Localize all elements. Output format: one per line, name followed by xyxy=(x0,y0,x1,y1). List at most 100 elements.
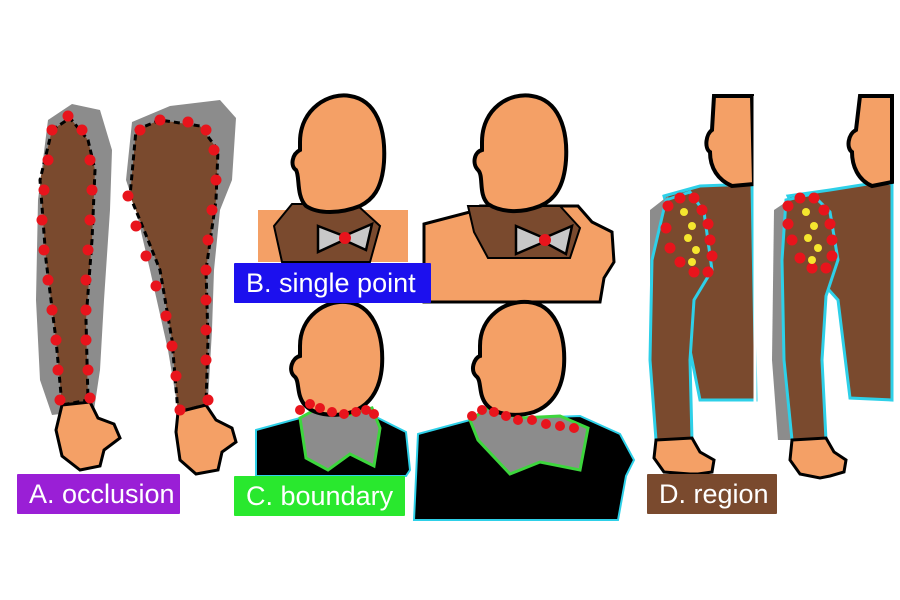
figure-b-left-icon xyxy=(258,93,408,263)
region-points xyxy=(782,192,838,274)
occlusion-point xyxy=(42,154,54,166)
figure-d-left-icon xyxy=(648,94,758,476)
region-inner-point xyxy=(688,222,696,230)
region-inner-point xyxy=(688,258,696,266)
occlusion-point xyxy=(166,340,178,352)
boundary-point xyxy=(369,409,379,419)
head-skin xyxy=(472,93,569,213)
label-occlusion: A. occlusion xyxy=(17,474,180,514)
sleeve xyxy=(780,192,840,442)
occlusion-point xyxy=(122,190,134,202)
occlusion-point xyxy=(80,274,92,286)
panel-c-boundary xyxy=(255,299,636,521)
boundary-points xyxy=(467,405,579,433)
occlusion-point xyxy=(200,124,212,136)
occlusion-point xyxy=(42,274,54,286)
label-region: D. region xyxy=(647,474,777,514)
region-outline-point xyxy=(688,192,700,204)
occlusion-point xyxy=(150,280,162,292)
single-point-marker xyxy=(339,232,351,244)
boundary-point xyxy=(361,405,371,415)
boundary-point xyxy=(295,405,305,415)
region-outline-point xyxy=(786,234,798,246)
region-outline-point xyxy=(696,204,708,216)
region-outline-point xyxy=(794,252,806,264)
region-outline-point xyxy=(818,204,830,216)
occlusion-point xyxy=(80,334,92,346)
boundary-point xyxy=(527,415,537,425)
occlusion-point xyxy=(38,184,50,196)
occlusion-point xyxy=(202,234,214,246)
region-outline-point xyxy=(664,242,676,254)
boundary-points xyxy=(295,399,379,419)
region-inner-point xyxy=(814,244,822,252)
occlusion-point xyxy=(46,124,58,136)
occlusion-point xyxy=(174,404,186,416)
region-points xyxy=(660,192,718,278)
occlusion-point xyxy=(154,114,166,126)
region-outline-point xyxy=(660,222,672,234)
collar-grey xyxy=(298,406,382,472)
occlusion-point xyxy=(170,370,182,382)
region-inner-point xyxy=(802,208,810,216)
occlusion-point xyxy=(200,294,212,306)
boundary-point xyxy=(477,405,487,415)
occlusion-point xyxy=(130,220,142,232)
label-single-point: B. single point xyxy=(234,263,431,303)
region-inner-point xyxy=(692,246,700,254)
region-outline-point xyxy=(782,218,794,230)
occlusion-point xyxy=(36,214,48,226)
hand-skin xyxy=(788,436,848,480)
region-inner-point xyxy=(810,222,818,230)
hand-skin xyxy=(174,403,238,476)
region-outline-point xyxy=(826,250,838,262)
head-skin xyxy=(471,299,567,417)
occlusion-points xyxy=(36,110,222,416)
forearm-sleeve xyxy=(38,115,97,407)
occlusion-point xyxy=(50,334,62,346)
panel-b-single-point xyxy=(258,93,616,304)
region-outline-point xyxy=(662,200,674,212)
occlusion-point xyxy=(182,116,194,128)
boundary-point xyxy=(513,415,523,425)
occlusion-point xyxy=(82,364,94,376)
head-skin xyxy=(704,94,757,189)
occlusion-point xyxy=(82,244,94,256)
region-outline-point xyxy=(782,200,794,212)
region-outline-point xyxy=(674,256,686,268)
boundary-point xyxy=(305,399,315,409)
occlusion-point xyxy=(160,310,172,322)
panel-a-occlusion xyxy=(36,100,238,476)
boundary-point xyxy=(555,421,565,431)
head-skin xyxy=(290,93,387,214)
hand-skin xyxy=(54,400,122,472)
figure-c-right-icon xyxy=(412,299,636,521)
region-outline-point xyxy=(702,266,714,278)
occlusion-point xyxy=(84,392,96,404)
occlusion-point xyxy=(200,264,212,276)
figure-b-right-icon xyxy=(422,93,616,304)
occlusion-point xyxy=(80,304,92,316)
occlusion-point xyxy=(52,364,64,376)
region-outline-point xyxy=(794,192,806,204)
boundary-point xyxy=(569,423,579,433)
arm-right-icon xyxy=(126,100,238,476)
region-outline-point xyxy=(824,218,836,230)
occlusion-point xyxy=(84,214,96,226)
region-outline-point xyxy=(674,192,686,204)
head-skin xyxy=(846,94,894,189)
figure-d-right-icon xyxy=(772,94,894,480)
region-inner-point xyxy=(680,208,688,216)
region-outline-point xyxy=(808,192,820,204)
occlusion-point xyxy=(54,394,66,406)
boundary-point xyxy=(327,407,337,417)
label-boundary: C. boundary xyxy=(234,476,405,516)
boundary-point xyxy=(315,403,325,413)
occlusion-point xyxy=(202,394,214,406)
occlusion-point xyxy=(76,124,88,136)
occlusion-point xyxy=(208,144,220,156)
head-skin xyxy=(289,299,385,417)
occlusion-point xyxy=(86,184,98,196)
region-outline-point xyxy=(704,234,716,246)
boundary-point xyxy=(351,407,361,417)
